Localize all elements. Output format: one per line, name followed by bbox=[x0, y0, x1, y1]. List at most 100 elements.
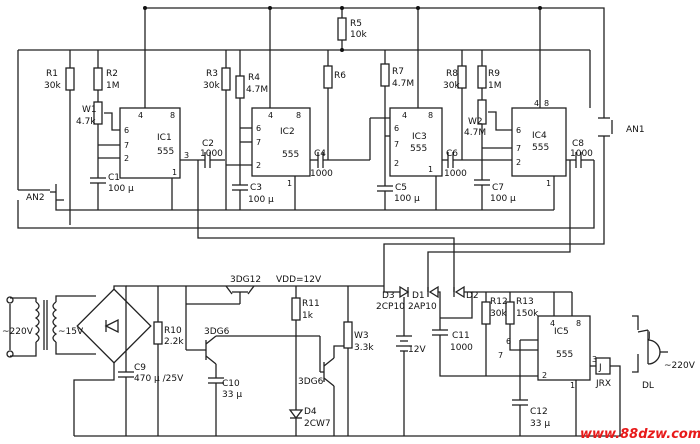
w3-ref: W3 bbox=[354, 331, 369, 341]
d2-ref: D2 bbox=[466, 291, 479, 301]
ic1-ref: IC1 bbox=[157, 133, 172, 143]
pushbutton-an2 bbox=[18, 184, 70, 211]
r11-ref: R11 bbox=[302, 299, 320, 309]
ic3-pin6: 6 bbox=[394, 124, 399, 133]
an2-ref: AN2 bbox=[26, 193, 45, 203]
ic1-pin8: 8 bbox=[170, 111, 175, 120]
ic5-pin2: 2 bbox=[542, 371, 547, 380]
ic3-pin2: 2 bbox=[394, 159, 399, 168]
resistor-r9 bbox=[477, 65, 487, 89]
resistor-r12 bbox=[481, 301, 491, 325]
ic3-ref: IC3 bbox=[412, 132, 427, 142]
c3-value: 100 µ bbox=[248, 195, 274, 205]
c10-ref: C10 bbox=[222, 379, 240, 389]
diode-d2 bbox=[454, 285, 465, 299]
wire-link-lower bbox=[197, 160, 455, 292]
diode-d1 bbox=[428, 285, 439, 299]
r10-ref: R10 bbox=[164, 326, 182, 336]
c11-value: 1000 bbox=[450, 343, 473, 353]
ic2-pin6: 6 bbox=[256, 124, 261, 133]
c9-ref: C9 bbox=[134, 363, 146, 373]
ic1-pin7: 7 bbox=[124, 141, 129, 150]
r8-ref: R8 bbox=[446, 69, 458, 79]
c2-value: 1000 bbox=[200, 149, 223, 159]
wire-link-c8 bbox=[427, 160, 571, 292]
r2-value: 1M bbox=[106, 81, 120, 91]
c9-value: 470 µ /25V bbox=[134, 374, 184, 384]
resistor-r5 bbox=[337, 17, 347, 41]
relay-contact-ref: J bbox=[647, 331, 651, 341]
c1-ref: C1 bbox=[108, 173, 120, 183]
diode-array bbox=[383, 282, 473, 336]
r13-ref: R13 bbox=[516, 297, 534, 307]
r11-value: 1k bbox=[302, 311, 314, 321]
d4-value: 2CW7 bbox=[304, 419, 331, 429]
resistor-r1 bbox=[65, 67, 75, 91]
c5-value: 100 µ bbox=[394, 194, 420, 204]
c7-ref: C7 bbox=[492, 183, 504, 193]
power-supply bbox=[6, 285, 560, 437]
jrx-ref: JRX bbox=[595, 379, 611, 389]
c5-ref: C5 bbox=[395, 183, 407, 193]
r4-ref: R4 bbox=[248, 73, 260, 83]
w2-value: 4.7M bbox=[464, 128, 486, 138]
r5-ref: R5 bbox=[350, 19, 362, 29]
c12-ref: C12 bbox=[530, 407, 548, 417]
ic2-pin4: 4 bbox=[268, 111, 273, 120]
ic5-pin6: 6 bbox=[506, 337, 511, 346]
d1-ref: D1 bbox=[412, 291, 425, 301]
ic4-pin1: 1 bbox=[546, 179, 551, 188]
relay-contact-and-load bbox=[632, 315, 668, 373]
ic3-555 bbox=[389, 107, 443, 177]
ic1-pin1: 1 bbox=[172, 168, 177, 177]
r12-value: 30k bbox=[490, 309, 507, 319]
c6-ref: C6 bbox=[446, 149, 458, 159]
ic4-type: 555 bbox=[532, 143, 549, 153]
d4-ref: D4 bbox=[304, 407, 317, 417]
ic1-pin4: 4 bbox=[138, 111, 143, 120]
v220-input: ~220V bbox=[2, 327, 34, 337]
r12-ref: R12 bbox=[490, 297, 508, 307]
ic4-pin8: 8 bbox=[544, 99, 549, 108]
ic2-pin1: 1 bbox=[287, 179, 292, 188]
r7-value: 4.7M bbox=[392, 79, 414, 89]
ic5-type: 555 bbox=[556, 350, 573, 360]
ic1-555 bbox=[119, 107, 181, 179]
ic1-type: 555 bbox=[157, 147, 174, 157]
ic5-pin3: 3 bbox=[592, 355, 597, 364]
c12-value: 33 µ bbox=[530, 419, 550, 429]
ic2-555 bbox=[251, 107, 311, 177]
resistor-r3 bbox=[221, 67, 231, 91]
zener-d4 bbox=[288, 409, 304, 420]
c4-value: 1000 bbox=[310, 169, 333, 179]
ic2-type: 555 bbox=[282, 150, 299, 160]
ic3-pin4: 4 bbox=[402, 111, 407, 120]
q2-ref: 3DG6 bbox=[204, 327, 230, 337]
ic4-pin7: 7 bbox=[516, 144, 521, 153]
ic5-ref: IC5 bbox=[554, 327, 569, 337]
c2-ref: C2 bbox=[202, 139, 214, 149]
c4-ref: C4 bbox=[314, 149, 326, 159]
ic4-pin4: 4 bbox=[534, 99, 539, 108]
ic3-pin7: 7 bbox=[394, 140, 399, 149]
ic5-pin1: 1 bbox=[570, 381, 575, 390]
ic2-pin7: 7 bbox=[256, 138, 261, 147]
r9-ref: R9 bbox=[488, 69, 500, 79]
r10-value: 2.2k bbox=[164, 337, 184, 347]
c7-value: 100 µ bbox=[490, 194, 516, 204]
dl-value: ~220V bbox=[664, 361, 696, 371]
c10-value: 33 µ bbox=[222, 390, 242, 400]
r9-value: 1M bbox=[488, 81, 502, 91]
c6-value: 1000 bbox=[444, 169, 467, 179]
r8-value: 30k bbox=[443, 81, 460, 91]
ic3-pin1: 1 bbox=[428, 165, 433, 174]
resistor-r6 bbox=[323, 65, 333, 89]
w1-ref: W1 bbox=[82, 105, 97, 115]
watermark: www.88dzw.com bbox=[580, 427, 700, 442]
v15-label: ~15V bbox=[58, 327, 84, 337]
transistor-3dg6-a bbox=[185, 304, 320, 378]
an1-ref: AN1 bbox=[626, 125, 645, 135]
d3-ref: D3 bbox=[382, 291, 395, 301]
w2-ref: W2 bbox=[468, 117, 483, 127]
